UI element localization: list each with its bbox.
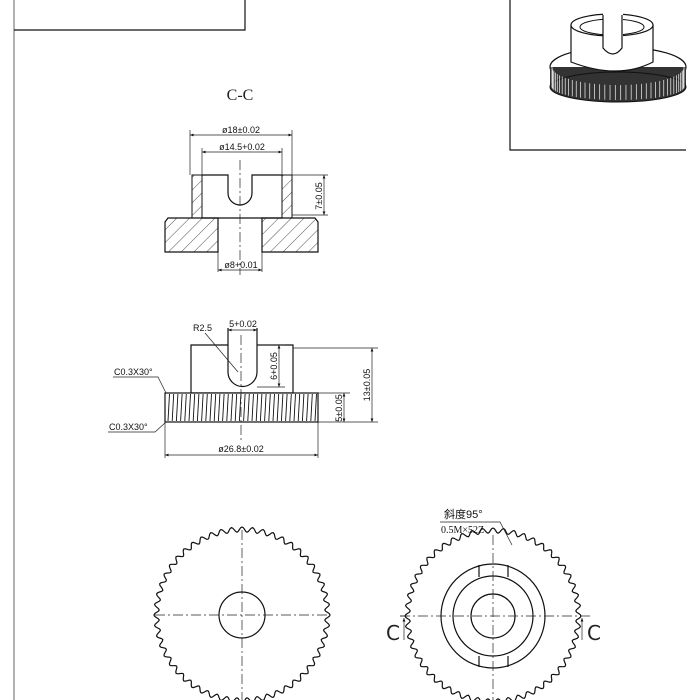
gear-tooth-line (276, 393, 280, 422)
section-mark-left: C (386, 621, 400, 645)
gear-tooth-line (234, 393, 238, 422)
gear-tooth-line (184, 393, 187, 422)
section-mark-right: C (587, 621, 601, 645)
gear-spec-note: 0.5M×52Z (441, 525, 484, 536)
section-view (164, 130, 328, 275)
gear-tooth-line (226, 393, 229, 422)
gear-tooth-line (306, 393, 309, 422)
gear-tooth-line (264, 393, 267, 422)
dim-gear-height: 5±0.05 (334, 394, 344, 421)
gear-tooth-line (196, 393, 200, 422)
gear-tooth-line (167, 393, 170, 422)
gear-tooth-line (259, 393, 263, 422)
gear-tooth-line (180, 393, 183, 422)
gear-tooth-line (268, 393, 271, 422)
helix-angle-note: 斜度95° (444, 507, 483, 521)
gear-tooth-line (192, 393, 196, 422)
gear-tooth-line (175, 393, 179, 422)
gear-tooth-line (280, 393, 284, 422)
gear-tooth-line (222, 393, 225, 422)
gear-tooth-line (188, 393, 191, 422)
gear-tooth-line (243, 393, 246, 422)
dim-slot-width: 5+0.02 (229, 319, 257, 329)
gear-tooth-line (201, 393, 204, 422)
side-view (108, 328, 378, 458)
gear-tooth-line (314, 393, 317, 422)
sheet-frame (13, 0, 686, 700)
dim-outer-dia: ø18±0.02 (222, 125, 260, 135)
dim-height: 7±0.05 (314, 182, 324, 209)
chamfer-bottom-label: C0.3X30° (109, 422, 148, 432)
gear-top-view (400, 521, 590, 700)
gear-tooth-line (217, 393, 221, 422)
gear-tooth-line (293, 393, 296, 422)
gear-tooth-line (301, 393, 305, 422)
gear-tooth-line (272, 393, 275, 422)
gear-tooth-line (205, 393, 208, 422)
gear-tooth-line (251, 393, 254, 422)
dim-total-height: 13±0.05 (362, 369, 372, 401)
gear-tooth-line (255, 393, 259, 422)
gear-tooth-line (285, 393, 288, 422)
dim-radius: R2.5 (193, 323, 212, 333)
gear-tooth-line (247, 393, 250, 422)
gear-tooth-line (289, 393, 292, 422)
gear-tooth-line (209, 393, 212, 422)
gear-tooth-line (230, 393, 233, 422)
isometric-render (549, 13, 687, 103)
gear-tooth-line (297, 393, 301, 422)
dim-bore: ø8+0.01 (224, 260, 257, 270)
gear-tooth-line (213, 393, 217, 422)
gear-bottom-view (153, 526, 331, 700)
gear-tooth-line (310, 393, 313, 422)
gear-tooth-line (171, 393, 175, 422)
dim-inner-dia: ø14.5+0.02 (219, 142, 265, 152)
section-title: C-C (227, 87, 254, 104)
chamfer-top-label: C0.3X30° (114, 367, 153, 377)
dim-slot-depth: 6+0.05 (269, 352, 279, 380)
dim-gear-dia: ø26.8±0.02 (218, 444, 263, 454)
